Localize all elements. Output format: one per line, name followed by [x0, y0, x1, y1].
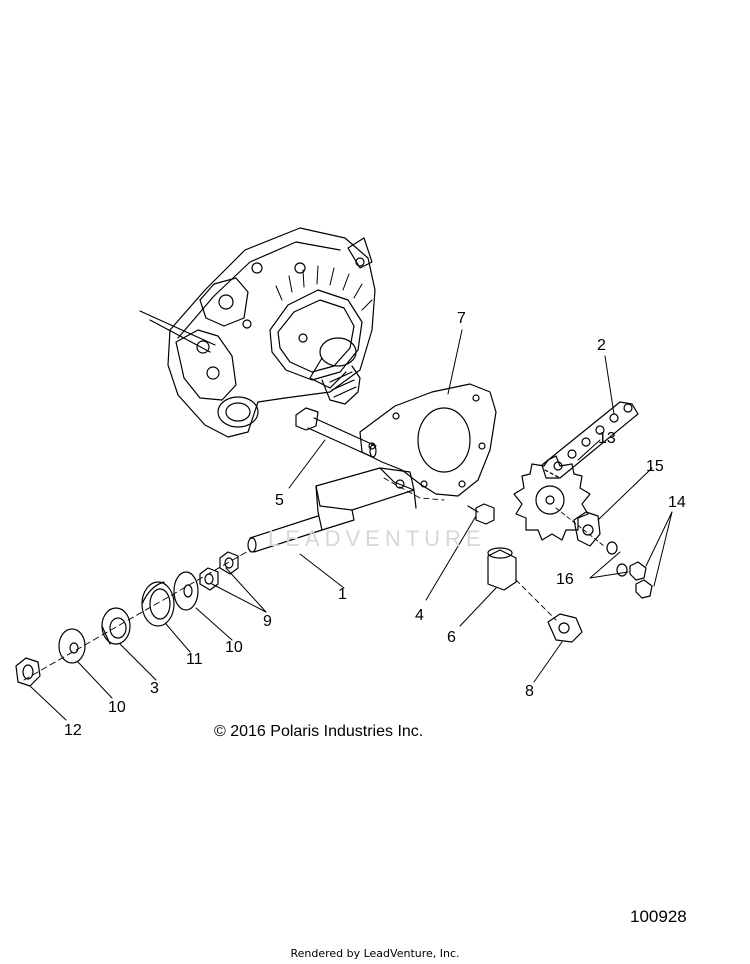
- callout-4: 4: [415, 607, 424, 624]
- callout-2: 2: [597, 337, 606, 354]
- callout-12: 12: [64, 722, 82, 739]
- drawing-number: 100928: [630, 907, 687, 926]
- callout-6: 6: [447, 629, 456, 646]
- callout-13: 13: [598, 430, 616, 447]
- engine-gearcase-housing: [140, 228, 375, 437]
- callout-9: 9: [263, 613, 272, 630]
- callout-10-lower: 10: [108, 699, 126, 716]
- callout-8: 8: [525, 683, 534, 700]
- part-8-flange-nut: [548, 614, 582, 642]
- part-4-bolt: [468, 504, 494, 524]
- callout-1: 1: [338, 586, 347, 603]
- callout-5: 5: [275, 492, 284, 509]
- part-15-drive-sprocket: [514, 456, 590, 540]
- callout-3: 3: [150, 680, 159, 697]
- rendered-by-footer: Rendered by LeadVenture, Inc.: [290, 947, 460, 960]
- part-6-spacer: [488, 548, 556, 620]
- part-5-bolt: [296, 408, 376, 457]
- callout-14: 14: [668, 494, 686, 511]
- axial-hardware-stack: [16, 550, 250, 686]
- callout-10-upper: 10: [225, 639, 243, 656]
- callout-7: 7: [457, 310, 466, 327]
- callout-11: 11: [186, 651, 203, 668]
- copyright-notice: © 2016 Polaris Industries Inc.: [214, 723, 424, 740]
- part-1-tensioner-arm: [248, 468, 444, 552]
- part-14-16-retainer-fasteners: [556, 508, 652, 598]
- callout-15: 15: [646, 458, 664, 475]
- part-2-13-drive-chain: [542, 402, 638, 478]
- watermark-text: LEADVENTURE: [268, 526, 486, 551]
- callout-leader-lines: [30, 330, 672, 720]
- callout-16: 16: [556, 571, 574, 588]
- part-7-sprocket-plate: [360, 384, 496, 496]
